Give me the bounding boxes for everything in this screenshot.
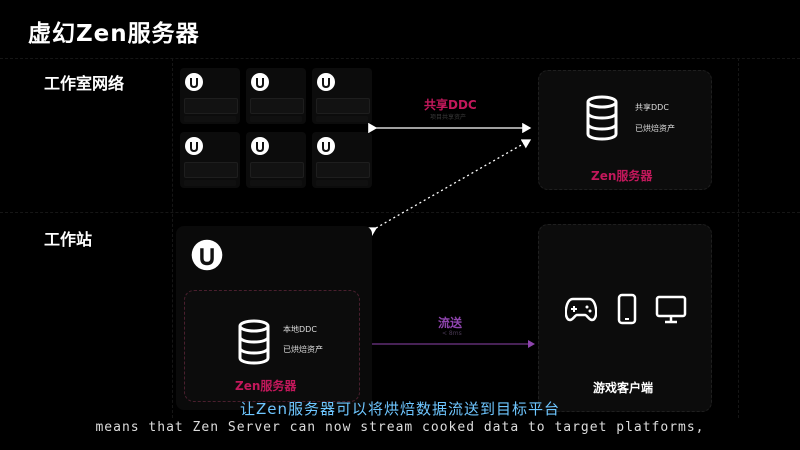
unreal-logo-icon xyxy=(191,239,223,271)
shared-zen-server-panel: 共享DDC 已烘焙资产 Zen服务器 xyxy=(538,70,712,190)
studio-instance xyxy=(180,132,240,188)
database-icon xyxy=(238,319,270,365)
studio-instance xyxy=(312,68,372,124)
subtitle-chinese: 让Zen服务器可以将烘焙数据流送到目标平台 xyxy=(239,400,560,418)
local-zen-server-panel: 本地DDC 已烘焙资产 Zen服务器 xyxy=(184,290,360,402)
unreal-logo-icon xyxy=(251,137,269,155)
shared-ddc-link-label: 共享DDC xyxy=(424,98,477,112)
slide-title: 虚幻Zen服务器 xyxy=(28,21,200,47)
unreal-logo-icon xyxy=(185,73,203,91)
game-client-label: 游戏客户端 xyxy=(593,381,654,395)
local-ddc-item: 本地DDC xyxy=(283,325,317,334)
database-icon xyxy=(586,95,618,141)
phone-icon xyxy=(617,293,637,325)
unreal-logo-icon xyxy=(185,137,203,155)
cooked-assets-item: 已烘焙资产 xyxy=(635,124,675,133)
unreal-logo-icon xyxy=(317,73,335,91)
game-client-panel: 游戏客户端 xyxy=(538,224,712,412)
shared-zen-server-name: Zen服务器 xyxy=(591,169,653,183)
studio-instance xyxy=(246,132,306,188)
monitor-icon xyxy=(655,295,687,324)
shared-ddc-link-sublabel: 项目共享资产 xyxy=(430,114,467,121)
shared-ddc-item: 共享DDC xyxy=(635,103,669,112)
studio-network-label: 工作室网络 xyxy=(44,74,125,93)
workstation-link-arrow xyxy=(366,139,532,237)
cooked-assets-item: 已烘焙资产 xyxy=(283,345,323,354)
studio-instance xyxy=(180,68,240,124)
gamepad-icon xyxy=(565,297,597,322)
subtitle-english: means that Zen Server can now stream coo… xyxy=(95,420,705,435)
studio-instance xyxy=(312,132,372,188)
studio-instances-grid xyxy=(176,68,372,192)
workstation-label: 工作站 xyxy=(44,230,93,249)
unreal-logo-icon xyxy=(317,137,335,155)
local-zen-server-name: Zen服务器 xyxy=(235,379,297,393)
studio-instance xyxy=(246,68,306,124)
unreal-logo-icon xyxy=(251,73,269,91)
stream-label: 流送 xyxy=(438,316,463,330)
stream-sublabel: < 8ms xyxy=(442,330,462,337)
